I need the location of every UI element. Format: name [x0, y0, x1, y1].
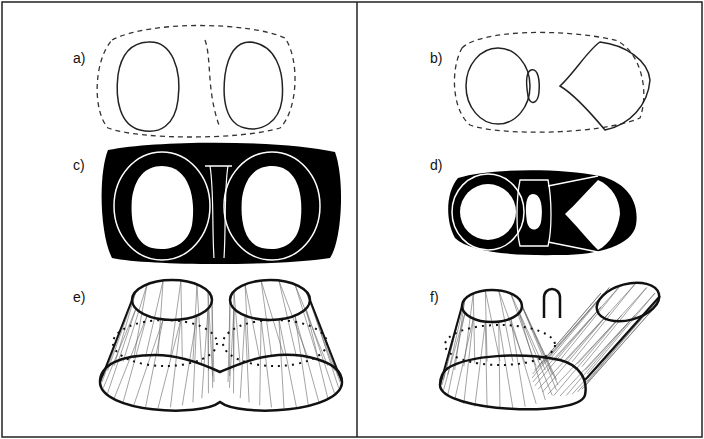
- panel-label: a): [73, 51, 85, 65]
- triangulation-line: [158, 319, 181, 408]
- panel-label: b): [430, 51, 442, 65]
- triangulation-line: [577, 287, 646, 366]
- panel-label: c): [73, 158, 85, 172]
- triangulation-line: [566, 284, 634, 361]
- triangulation-line: [260, 319, 272, 407]
- triangulation-line: [519, 299, 557, 380]
- panel-label: d): [430, 158, 442, 172]
- triangulation-line: [464, 293, 475, 366]
- triangulation-line: [443, 313, 465, 395]
- panel-label: e): [73, 290, 85, 304]
- triangulation-line: [202, 309, 209, 399]
- triangulation-line: [240, 316, 249, 403]
- triangulation-line: [103, 309, 136, 394]
- triangulation-line: [295, 284, 328, 365]
- triangulation-line: [554, 284, 622, 360]
- triangulation-line: [279, 319, 297, 408]
- triangulation-line: [193, 284, 202, 365]
- triangulation-line: [475, 322, 487, 409]
- triangulation-line: [511, 319, 536, 407]
- panel-label: f): [430, 290, 439, 304]
